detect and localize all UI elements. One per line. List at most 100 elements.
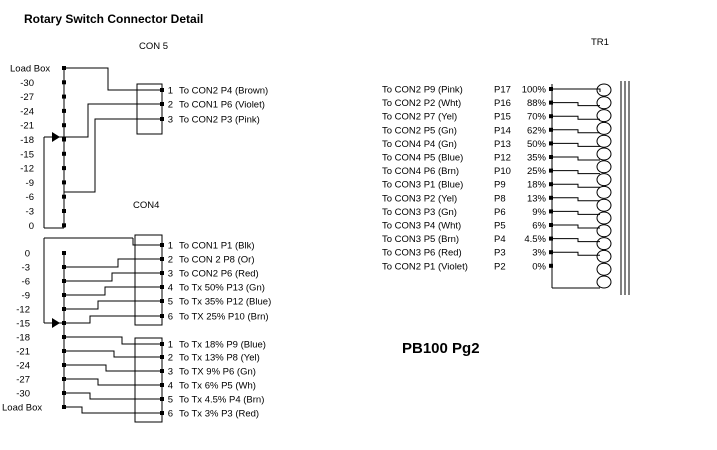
- upper-position-label: -27: [20, 92, 34, 103]
- tap-percentage: 18%: [527, 180, 547, 191]
- con5-pin-number: 2: [168, 100, 173, 111]
- upper-contact: [62, 194, 66, 199]
- coil-loop: [596, 211, 612, 225]
- upper-contact: [62, 108, 66, 113]
- con4-pin-label: To Tx 3% P3 (Red): [179, 409, 259, 420]
- con5-pin-label: To CON1 P6 (Violet): [179, 100, 265, 111]
- tap-percentage: 6%: [532, 221, 546, 232]
- tap-pin: P3: [494, 248, 506, 259]
- tap-wire: [553, 115, 600, 120]
- tap-destination: To CON4 P6 (Brn): [382, 166, 459, 177]
- tap-pin: P12: [494, 153, 511, 164]
- lower-position-label: -9: [22, 291, 30, 302]
- upper-contact: [62, 80, 66, 85]
- tap-wire: [553, 224, 600, 229]
- upper-wiper-arrow: [52, 132, 60, 142]
- upper-contact: [62, 151, 66, 156]
- con4-pin-number: 6: [168, 409, 173, 420]
- lower-position-label: -24: [16, 361, 30, 372]
- tap-destination: To CON3 P5 (Brn): [382, 234, 459, 245]
- con4-pin-dot: [160, 299, 164, 303]
- con5-pin-number: 1: [168, 86, 173, 97]
- tap-dot: [549, 127, 553, 132]
- con4-pin-dot: [160, 342, 164, 346]
- upper-position-label: -24: [20, 106, 34, 117]
- tap-percentage: 50%: [527, 139, 547, 150]
- con4-pin-label: To TX 9% P6 (Gn): [179, 367, 256, 378]
- con4-wire: [64, 378, 163, 386]
- lower-position-label: Load Box: [2, 403, 42, 414]
- con4-pin-number: 3: [168, 367, 173, 378]
- tap-dot: [549, 182, 553, 187]
- tap-wire: [553, 156, 600, 161]
- con4-pin-number: 5: [168, 395, 173, 406]
- tr1-label: TR1: [591, 37, 609, 48]
- tap-dot: [549, 141, 553, 146]
- con4-wire: [64, 336, 163, 345]
- tap-destination: To CON2 P5 (Gn): [382, 125, 457, 136]
- lower-contact: [62, 279, 66, 283]
- con5-pin-label: To CON2 P4 (Brown): [179, 86, 268, 97]
- tap-destination: To CON4 P5 (Blue): [382, 153, 463, 164]
- tap-percentage: 100%: [522, 85, 547, 96]
- tap-pin: P10: [494, 166, 511, 177]
- con4-pin-number: 1: [168, 340, 173, 351]
- tap-wire: [553, 88, 601, 92]
- con5-box: [136, 83, 163, 135]
- tap-dot: [549, 223, 553, 227]
- con5-pin-number: 3: [168, 115, 173, 126]
- upper-contact: [62, 123, 66, 128]
- con4-pin-dot: [160, 271, 164, 275]
- con4-wire: [64, 286, 163, 296]
- tap-wire: [553, 210, 600, 215]
- con4-pin-dot: [160, 257, 164, 261]
- coil-loop: [596, 147, 612, 161]
- con4-wire: [64, 272, 163, 282]
- tap-dot: [549, 263, 553, 268]
- lower-position-label: -6: [22, 277, 30, 288]
- lower-contact: [62, 405, 66, 409]
- con4-pin-dot: [160, 411, 164, 415]
- lower-position-label: 0: [25, 249, 30, 260]
- con4-pin-dot: [160, 243, 164, 247]
- upper-position-label: -15: [20, 149, 34, 160]
- con4-pin-dot: [160, 355, 164, 359]
- page-label: PB100 Pg2: [402, 340, 480, 357]
- con4-pin-number: 2: [168, 353, 173, 364]
- con4-pin-label: To Tx 35% P12 (Blue): [179, 297, 271, 308]
- upper-position-label: -21: [20, 121, 34, 132]
- tap-pin: P16: [494, 98, 511, 109]
- con4-wire: [64, 364, 163, 372]
- lower-contact: [62, 335, 66, 339]
- tap-pin: P2: [494, 261, 506, 272]
- con4-wire: [64, 350, 163, 358]
- lower-position-label: -15: [16, 319, 30, 330]
- tap-destination: To CON2 P2 (Wht): [382, 98, 461, 109]
- upper-position-label: 0: [29, 221, 34, 232]
- upper-contact: [62, 223, 66, 228]
- coil-loop: [596, 237, 612, 251]
- lower-contact: [62, 251, 66, 255]
- con4-pin-number: 4: [168, 283, 173, 294]
- con4-pin-label: To Tx 13% P8 (Yel): [179, 353, 260, 364]
- con5-wire-1: [64, 67, 163, 91]
- lower-position-label: -12: [16, 305, 30, 316]
- tap-pin: P4: [494, 234, 506, 245]
- lower-contact: [62, 293, 66, 297]
- lower-position-label: -30: [16, 389, 30, 400]
- con4-wire: [64, 406, 163, 414]
- con4-pin-label: To Tx 4.5% P4 (Brn): [179, 395, 264, 406]
- con4-pin-number: 3: [168, 269, 173, 280]
- con4-pin-dot: [160, 285, 164, 289]
- upper-position-label: Load Box: [10, 64, 50, 75]
- con4-wire: [64, 300, 163, 310]
- tap-percentage: 25%: [527, 166, 547, 177]
- con4-pin-label: To Tx 6% P5 (Wh): [179, 381, 256, 392]
- tap-wire: [553, 251, 600, 256]
- con4-wire: [64, 258, 163, 268]
- con4-pin-number: 1: [168, 241, 173, 252]
- tap-dot: [549, 250, 553, 255]
- coil-loop: [596, 83, 612, 97]
- upper-position-label: -18: [20, 135, 34, 146]
